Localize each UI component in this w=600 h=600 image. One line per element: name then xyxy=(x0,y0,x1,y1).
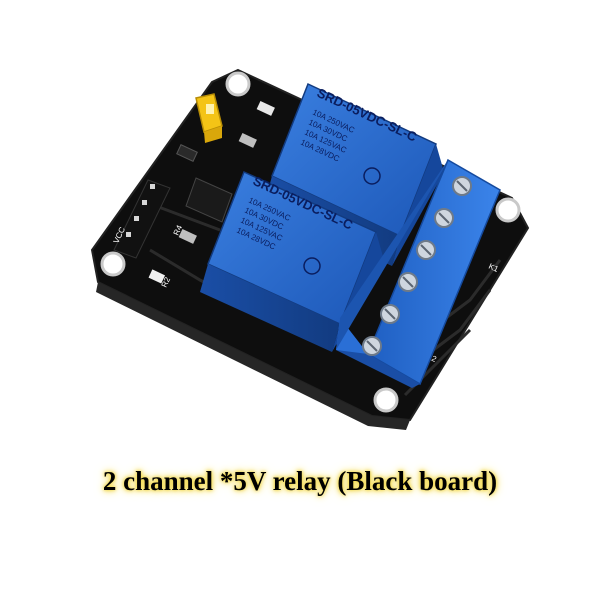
jumper-cap xyxy=(195,93,223,143)
svg-text:R4: R4 xyxy=(172,223,185,237)
svg-text:R2: R2 xyxy=(160,275,173,289)
mounting-hole xyxy=(100,71,521,413)
svg-text:K1: K1 xyxy=(487,262,500,275)
pin-header xyxy=(113,179,171,259)
product-caption: 2 channel *5V relay (Black board) xyxy=(102,466,498,496)
smd-components xyxy=(148,100,275,284)
cqc-mark-icon xyxy=(303,257,321,275)
screw-terminal-block xyxy=(336,158,501,388)
cqc-mark-icon xyxy=(363,167,381,185)
